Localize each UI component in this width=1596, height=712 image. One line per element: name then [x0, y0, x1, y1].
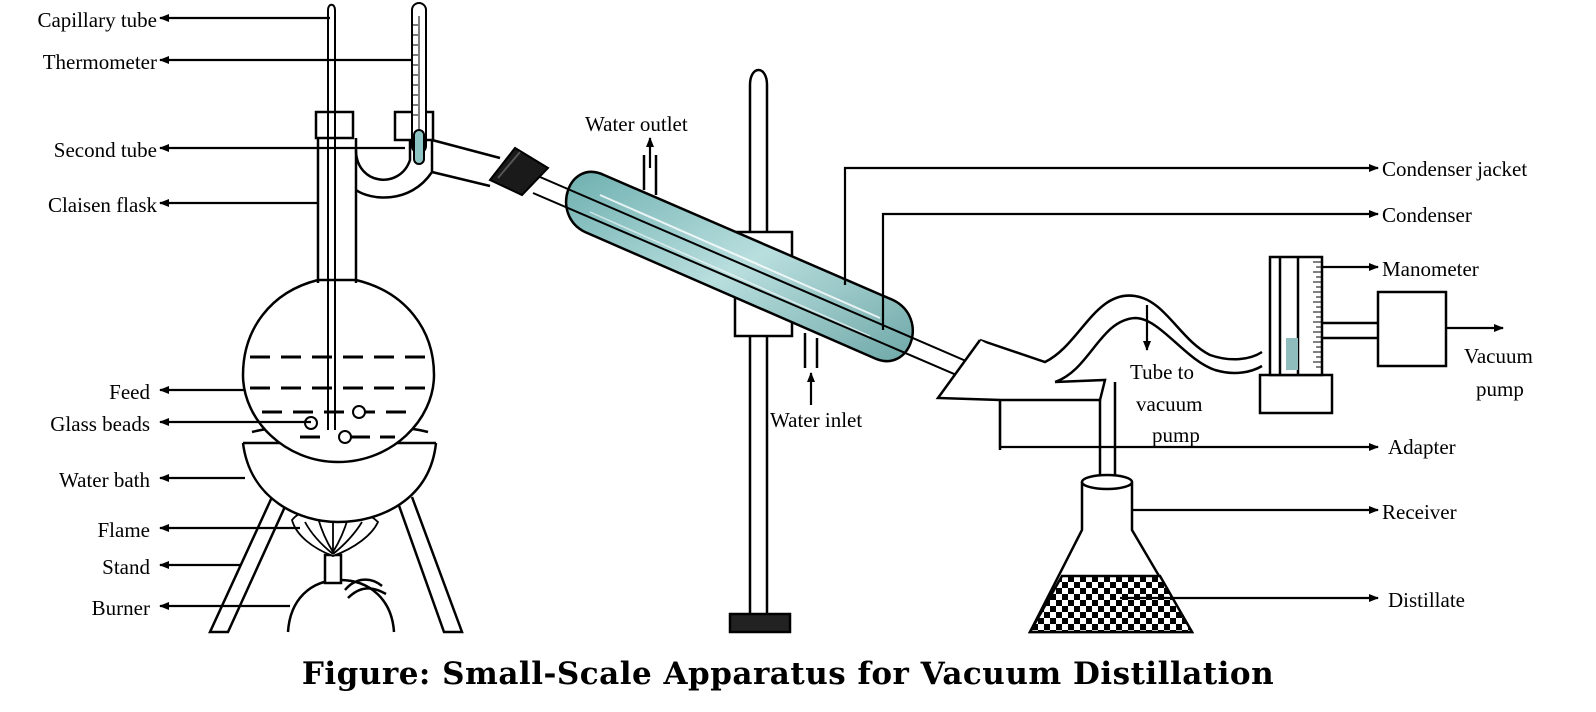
- label-second-tube: Second tube: [54, 138, 157, 162]
- label-tube-to-vacuum-line2: vacuum: [1136, 392, 1202, 416]
- receiver-flask: [1027, 473, 1195, 634]
- manometer: [1258, 255, 1378, 415]
- label-tube-to-vacuum-line3: pump: [1152, 423, 1200, 447]
- burner: [286, 553, 396, 633]
- label-feed: Feed: [109, 380, 150, 404]
- label-capillary-tube: Capillary tube: [37, 8, 157, 32]
- stopper: [488, 146, 550, 197]
- label-vacuum-pump-line2: pump: [1476, 377, 1524, 401]
- condenser-arrow: [881, 210, 1379, 330]
- label-vacuum-pump-line1: Vacuum: [1464, 344, 1533, 368]
- labels: Capillary tube Thermometer Second tube C…: [37, 8, 1532, 620]
- water-bath: [241, 423, 438, 524]
- label-tube-to-vacuum-line1: Tube to: [1130, 360, 1194, 384]
- label-water-bath: Water bath: [59, 468, 151, 492]
- label-condenser-jacket: Condenser jacket: [1382, 157, 1527, 181]
- label-glass-beads: Glass beads: [50, 412, 150, 436]
- label-condenser: Condenser: [1382, 203, 1472, 227]
- figure-caption: Figure: Small-Scale Apparatus for Vacuum…: [302, 656, 1274, 692]
- label-claisen-flask: Claisen flask: [48, 193, 158, 217]
- label-flame: Flame: [98, 518, 151, 542]
- thermometer: [411, 2, 427, 165]
- capillary-tube: [327, 3, 336, 430]
- adapter-arrow: [998, 400, 1379, 451]
- label-burner: Burner: [92, 596, 150, 620]
- vacuum-pump-box: [1376, 290, 1448, 368]
- label-distillate: Distillate: [1388, 588, 1465, 612]
- label-water-inlet: Water inlet: [770, 408, 862, 432]
- claisen-flask: [241, 110, 501, 464]
- label-manometer: Manometer: [1382, 257, 1479, 281]
- label-adapter: Adapter: [1388, 435, 1456, 459]
- stand: [208, 496, 464, 634]
- leader-lines: [159, 14, 1504, 610]
- condenser-jacket-arrow: [843, 164, 1379, 285]
- retort-stand: [728, 68, 794, 634]
- condenser-jacket: [565, 155, 914, 368]
- label-receiver: Receiver: [1382, 500, 1457, 524]
- label-water-outlet: Water outlet: [585, 112, 688, 136]
- label-stand: Stand: [102, 555, 150, 579]
- label-thermometer: Thermometer: [43, 50, 157, 74]
